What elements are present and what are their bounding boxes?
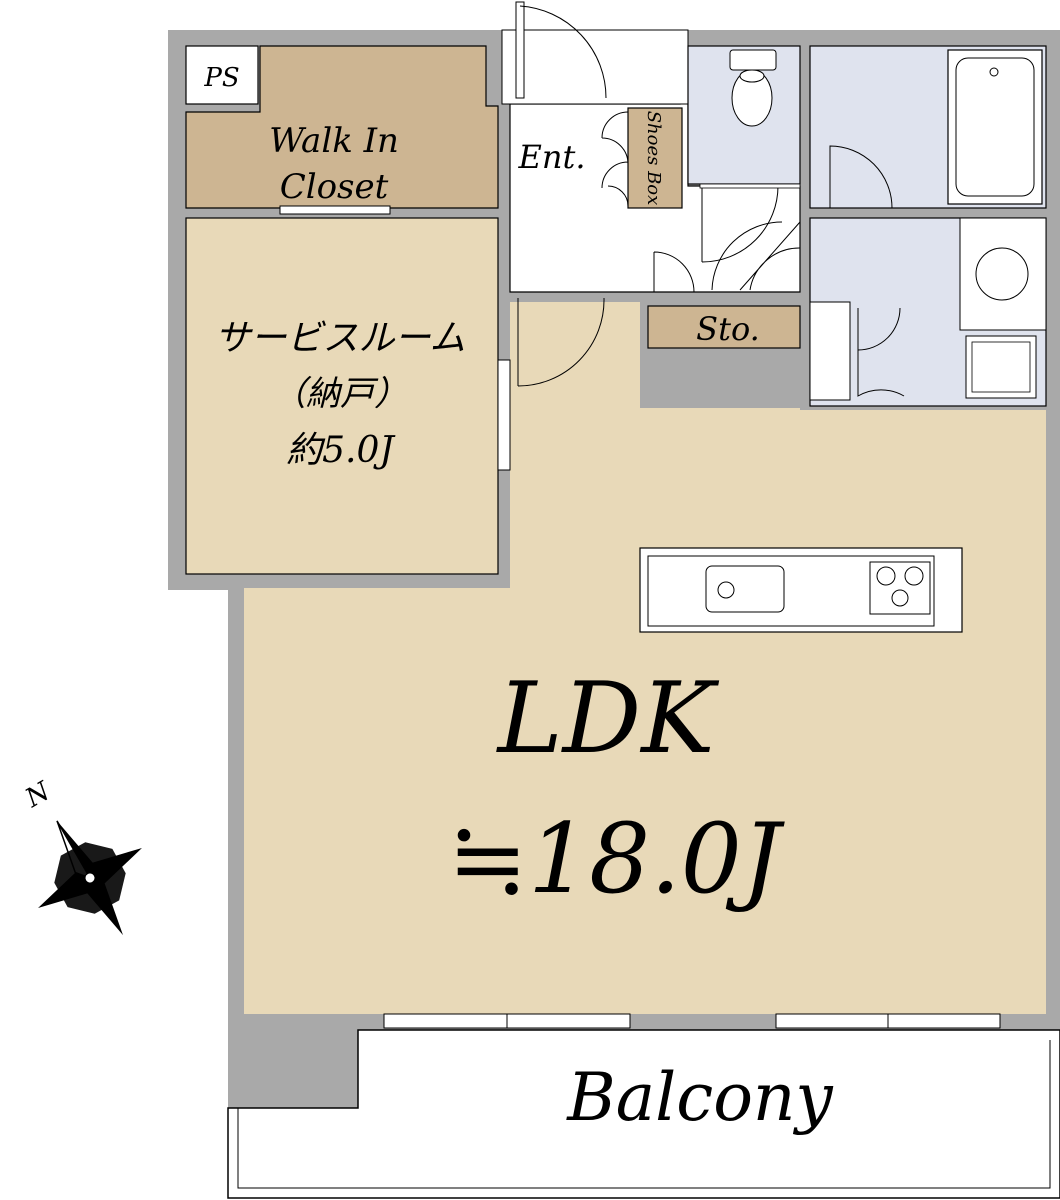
ldk-windows [383,1013,1001,1029]
entrance-label: Ent. [518,138,586,176]
kitchen-counter [639,547,963,633]
storage-closet [647,305,801,349]
compass-center [84,872,96,884]
service-room-size: 約5.0J [286,430,396,471]
shoes-box [627,107,683,209]
balcony-slab [227,1029,1060,1199]
ldk-label: LDK [496,662,720,776]
ldk-floor [244,302,1046,1014]
compass-north-label: N [20,776,57,814]
shoes-box-label: Shoes Box [643,111,664,206]
hall-door-swing [711,221,801,291]
ldk-room [244,302,1046,1014]
entrance-door-frame [501,29,689,105]
bathtub-drain [989,67,999,77]
gas-stove [869,561,931,615]
compass [38,820,142,936]
storage-label: Sto. [696,310,760,348]
ldk-size: ≒18.0J [448,803,785,915]
ps-shaft [185,45,259,105]
linen-cabinet-doors [857,307,905,397]
sink-drain [717,581,735,599]
kitchen-sink [705,565,785,613]
walk-in-closet-label-2: Closet [280,167,389,207]
toilet-threshold [699,183,801,189]
washing-machine-pan [965,335,1037,399]
shoes-box-doors [601,111,629,207]
linen-cabinet [809,301,851,401]
balcony-area [227,1029,1060,1199]
service-room-name: サービスルーム [215,318,466,359]
balcony-label: Balcony [566,1059,833,1136]
ps-label: PS [203,63,239,93]
closet-sliding-door [279,205,391,215]
service-room-floor [185,217,499,575]
toilet-fixture [729,49,777,127]
entrance-door-swing [519,5,607,99]
washing-machine-inner [971,341,1031,393]
washbasin [975,247,1029,301]
entrance-door-leaf [515,1,525,99]
walk-in-closet-label-1: Walk In [269,121,399,161]
toilet-door-swing [701,185,779,263]
bathroom-door-swing [829,145,893,209]
balcony-rail [237,1040,1051,1189]
bathtub-inner [955,57,1035,197]
service-room-sliding-door [497,359,511,471]
ldk-door-swing [517,297,605,387]
service-room-sub: （納戸） [272,374,408,414]
hall-storage-door-swing [653,251,695,293]
